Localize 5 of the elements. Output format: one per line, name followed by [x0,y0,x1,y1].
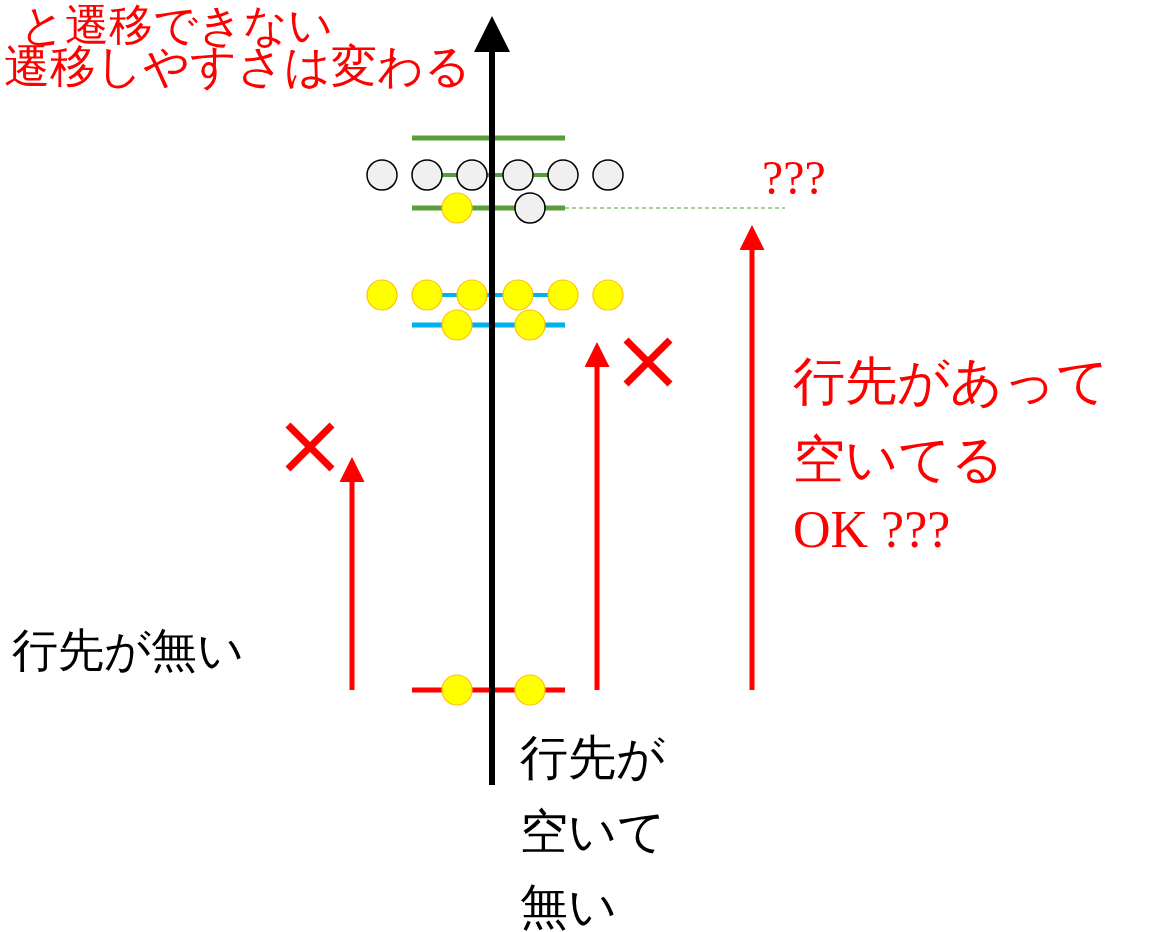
question-marks: ??? [762,150,826,206]
annotation-text: 行先があって空いてる [793,350,1110,491]
annotation-text: 行先が無い [12,624,244,677]
annotation-text: 行先が空いて無い [520,728,667,932]
annotation-text: OK ??? [793,500,951,560]
